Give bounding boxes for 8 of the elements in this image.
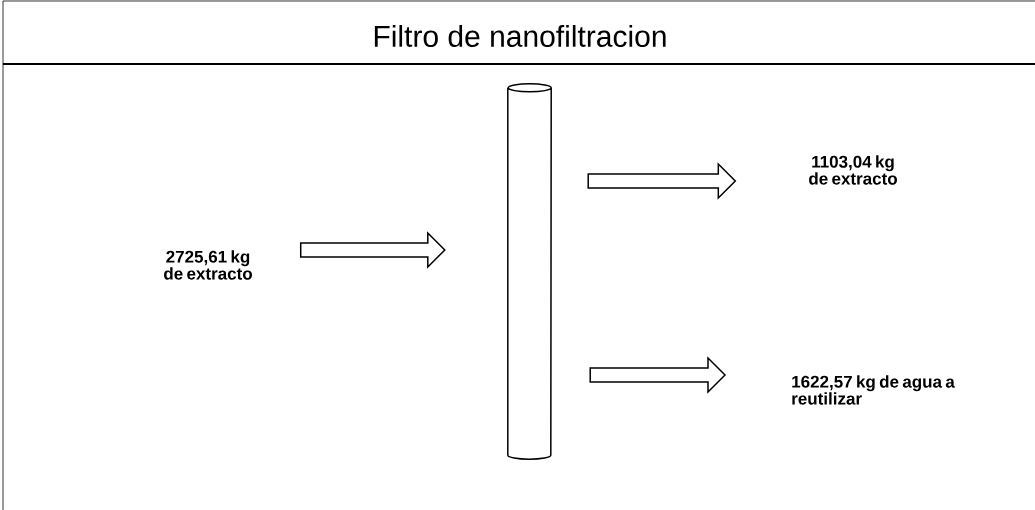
- flow-label: 1103,04 kg de extracto: [809, 155, 897, 185]
- block-arrow: [587, 162, 737, 200]
- block-arrow: [589, 356, 727, 394]
- block-arrow: [299, 231, 446, 269]
- flow-label: 1622,57 kg de agua a reutilizar: [792, 375, 955, 405]
- flow-label: 2725,61 kg de extracto: [164, 250, 252, 280]
- filter-column: [507, 83, 552, 460]
- title: Filtro de nanofiltracion: [374, 24, 666, 47]
